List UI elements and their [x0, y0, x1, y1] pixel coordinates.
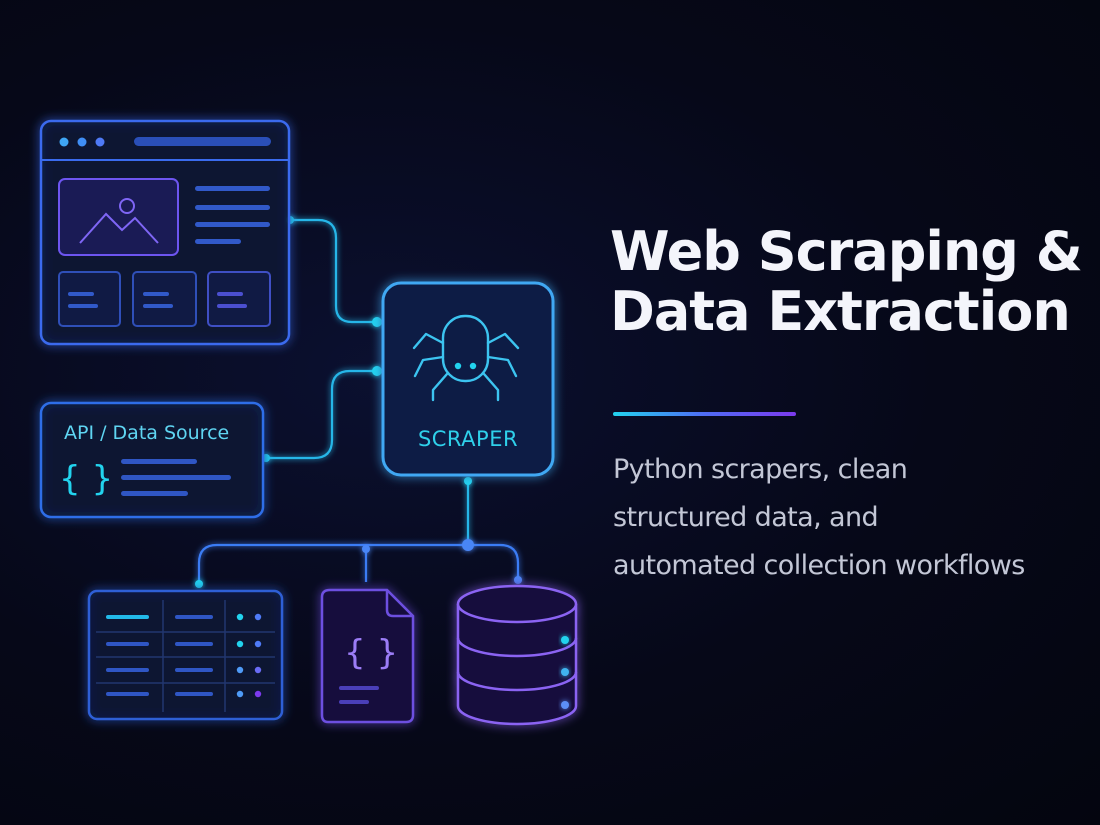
connector-branch	[197, 543, 520, 584]
spider-icon	[412, 314, 520, 402]
title-line-2: Data Extraction	[610, 280, 1071, 343]
api-data-source: API / Data Source { }	[39, 401, 265, 519]
api-braces-icon: { }	[59, 459, 113, 499]
scraper-label: SCRAPER	[418, 427, 518, 451]
text-lines	[195, 186, 270, 244]
window-dot-icon	[59, 137, 69, 147]
page-title: Web Scraping & Data Extraction	[610, 220, 1083, 343]
mountain-image-icon	[58, 178, 179, 256]
api-label: API / Data Source	[64, 422, 229, 444]
connector-webpage-scraper	[290, 218, 377, 324]
connector-api-scraper	[266, 369, 377, 460]
content-cards	[58, 271, 271, 327]
database-icon	[456, 584, 578, 726]
subtitle-line-3: automated collection workflows	[613, 550, 1025, 581]
connectors	[197, 218, 520, 584]
webpage-window	[39, 119, 291, 346]
window-dot-icon	[77, 137, 87, 147]
database-lights	[561, 636, 569, 709]
json-file-icon: { }	[320, 588, 415, 724]
subtitle-line-1: Python scrapers, clean	[613, 454, 908, 485]
address-bar	[134, 137, 271, 146]
subtitle-line-2: structured data, and	[613, 502, 879, 533]
table-icon	[87, 589, 284, 721]
json-braces-icon: { }	[344, 633, 398, 673]
window-dot-icon	[95, 137, 105, 147]
title-line-1: Web Scraping &	[610, 220, 1083, 283]
subtitle: Python scrapers, clean structured data, …	[613, 446, 1083, 590]
api-text-lines	[121, 459, 231, 496]
scraper-node: SCRAPER	[381, 281, 555, 477]
accent-divider	[613, 412, 796, 416]
